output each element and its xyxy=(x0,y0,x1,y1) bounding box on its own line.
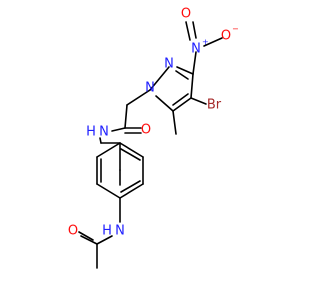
atom-o-amide-2: O xyxy=(68,224,78,239)
bond xyxy=(120,148,141,161)
molecule-diagram: N N N + O − O Br O N H N H O xyxy=(68,7,239,269)
label-layer: N N N + O − O Br O N H N H O xyxy=(68,7,239,239)
bond-layer xyxy=(78,21,223,269)
atom-o-nitro-double: O xyxy=(181,7,191,22)
bond xyxy=(190,97,207,105)
bond xyxy=(155,95,174,112)
atom-o-nitro-minus: O xyxy=(221,29,231,44)
bond xyxy=(119,183,144,199)
atom-o-amide-1: O xyxy=(141,123,151,138)
bond xyxy=(111,127,126,132)
bond xyxy=(175,70,189,80)
bond xyxy=(120,180,141,193)
atom-n-nitro: N xyxy=(191,42,201,57)
bond xyxy=(80,235,98,245)
bond xyxy=(124,104,128,129)
atom-h-amide-2: H xyxy=(102,224,112,239)
atom-n-ring1: N xyxy=(145,81,155,96)
bond xyxy=(172,93,189,106)
atom-bromine: Br xyxy=(207,98,222,113)
bond xyxy=(176,66,194,75)
charge-minus: − xyxy=(232,25,239,34)
atom-n-amide-1: N xyxy=(99,125,109,140)
bond xyxy=(203,37,223,47)
atom-n-amide-2: N xyxy=(115,224,125,239)
bond xyxy=(126,89,151,106)
atom-n-ring2: N xyxy=(164,57,174,72)
bond xyxy=(119,142,144,158)
bond xyxy=(99,137,102,144)
bond xyxy=(96,142,121,158)
bond xyxy=(185,21,191,41)
bond xyxy=(190,73,194,99)
bond xyxy=(192,21,197,39)
bond xyxy=(192,51,197,75)
bond xyxy=(96,183,121,199)
atom-h-amide-1: H xyxy=(86,125,96,140)
bond xyxy=(149,66,170,91)
bond xyxy=(96,235,113,245)
charge-plus: + xyxy=(202,38,209,47)
bond xyxy=(172,97,192,112)
bond xyxy=(172,110,177,135)
bond xyxy=(78,231,94,241)
